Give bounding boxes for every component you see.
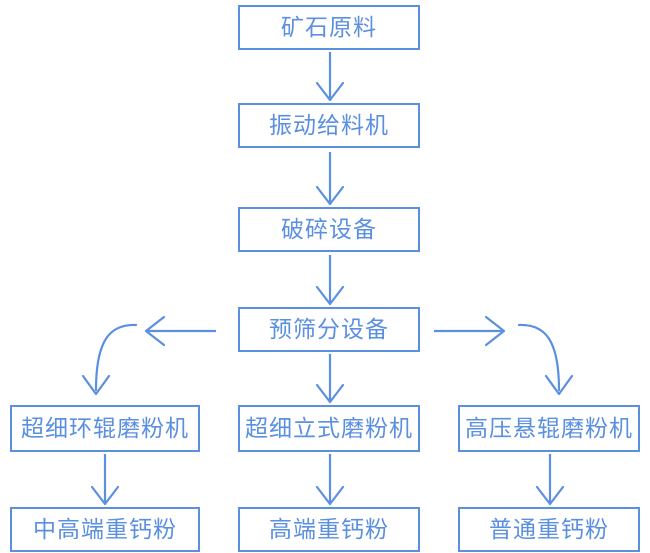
node-ore-raw-material[interactable]: 矿石原料	[238, 5, 420, 50]
node-ultrafine-ring-roller-mill[interactable]: 超细环辊磨粉机	[10, 405, 200, 452]
arrow-down-feeder-to-crusher	[305, 148, 355, 207]
node-label: 高压悬辊磨粉机	[465, 415, 633, 441]
arrow-down-screen-to-mill-center	[305, 352, 355, 405]
node-label: 预筛分设备	[269, 316, 389, 342]
node-label: 超细环辊磨粉机	[21, 415, 189, 441]
node-label: 破碎设备	[281, 216, 377, 242]
node-mid-high-end-heavy-calcium-powder[interactable]: 中高端重钙粉	[10, 507, 200, 552]
node-label: 超细立式磨粉机	[245, 415, 413, 441]
node-high-end-heavy-calcium-powder[interactable]: 高端重钙粉	[238, 507, 420, 552]
node-crushing-equipment[interactable]: 破碎设备	[238, 207, 420, 252]
node-vibrating-feeder[interactable]: 振动给料机	[238, 103, 420, 148]
arrow-down-ore-to-feeder	[305, 50, 355, 103]
arrow-right-from-screen	[432, 312, 510, 352]
node-label: 普通重钙粉	[489, 516, 609, 542]
arrow-left-from-screen	[140, 312, 218, 352]
arrow-down-crusher-to-screen	[305, 252, 355, 307]
node-label: 高端重钙粉	[269, 516, 389, 542]
arrow-down-mill-left-to-product-left	[80, 452, 130, 507]
node-ultrafine-vertical-mill[interactable]: 超细立式磨粉机	[238, 405, 420, 452]
node-ordinary-heavy-calcium-powder[interactable]: 普通重钙粉	[458, 507, 640, 552]
arrow-down-mill-right-to-product-right	[525, 452, 575, 507]
node-label: 振动给料机	[269, 112, 389, 138]
node-high-pressure-suspension-roller-mill[interactable]: 高压悬辊磨粉机	[458, 405, 640, 452]
arrow-curve-down-to-mill-left	[70, 318, 150, 406]
node-pre-screening-equipment[interactable]: 预筛分设备	[238, 307, 420, 352]
node-label: 矿石原料	[281, 14, 377, 40]
node-label: 中高端重钙粉	[33, 516, 177, 542]
arrow-curve-down-to-mill-right	[505, 318, 585, 406]
arrow-down-mill-center-to-product-center	[305, 452, 355, 507]
